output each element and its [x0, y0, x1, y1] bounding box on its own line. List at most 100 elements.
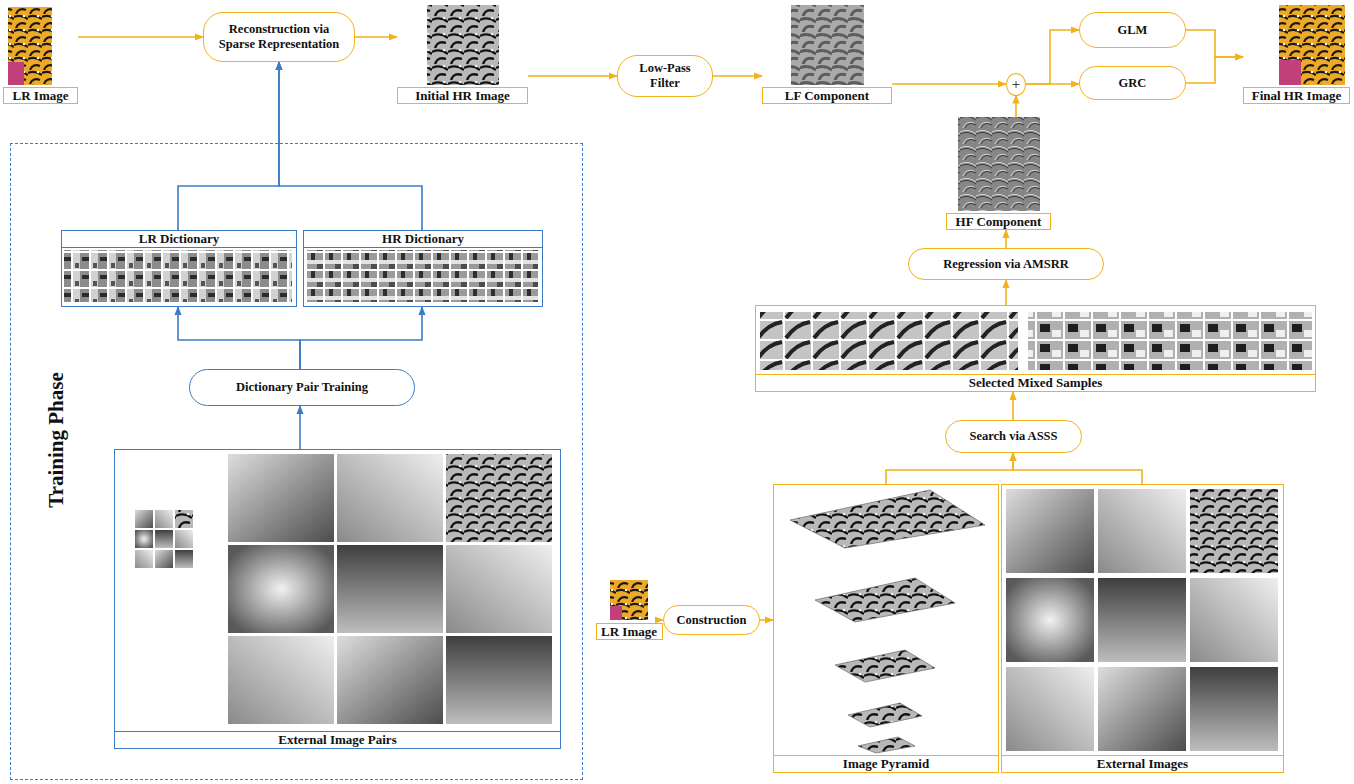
final-hr-image — [1279, 60, 1301, 85]
external-images — [1006, 489, 1278, 751]
external-images — [1190, 578, 1278, 662]
external-images — [1098, 667, 1186, 751]
dictionary-atoms — [64, 250, 538, 302]
flow-arrow — [892, 83, 1006, 85]
flow-arrow — [1005, 280, 1007, 305]
pyramid-layers — [858, 737, 915, 753]
node-label: LR Image — [596, 623, 663, 640]
process-box: GLM — [1079, 12, 1186, 48]
flow-arrow — [1186, 57, 1243, 83]
training-images — [155, 510, 173, 528]
flow-arrow — [300, 307, 422, 369]
training-images — [228, 454, 334, 542]
lr-image-thumb — [8, 62, 24, 85]
pyramid-layers — [790, 490, 985, 548]
image-label: LF Component — [762, 5, 892, 104]
node-label: Regression via AMSRR — [943, 257, 1068, 272]
node-label: LR Image — [3, 87, 78, 104]
training-images — [135, 530, 153, 548]
image-label: LR Image — [596, 579, 663, 640]
training-images — [337, 545, 443, 633]
node-label: Dictionary Pair Training — [236, 380, 368, 395]
lf-image — [791, 5, 864, 85]
process-box: Reconstruction via Sparse Representation — [203, 12, 355, 62]
image-panel: External Image Pairs — [114, 449, 561, 749]
training-images — [337, 636, 443, 724]
node-label: HR Dictionary — [304, 231, 542, 248]
training-images — [155, 550, 173, 568]
lr-image-thumb — [610, 580, 648, 620]
flow-arrow — [178, 62, 279, 230]
flow-arrow — [713, 75, 762, 77]
hf-image — [958, 117, 1040, 211]
lf-image — [791, 5, 864, 85]
training-images — [135, 550, 153, 568]
node-label: Search via ASSS — [970, 429, 1058, 444]
external-images — [1190, 667, 1278, 751]
flow-arrow — [1012, 392, 1014, 420]
sample-patches — [1028, 312, 1312, 370]
training-images — [135, 454, 552, 724]
external-images — [1098, 578, 1186, 662]
image-panel: Selected Mixed Samples — [755, 305, 1316, 392]
node-label: LR Dictionary — [62, 231, 296, 248]
flow-arrow — [1013, 453, 1142, 484]
flow-arrow — [78, 36, 203, 38]
node-label: GLM — [1118, 23, 1148, 38]
process-box: GRC — [1079, 66, 1186, 100]
node-label: Initial HR Image — [397, 87, 528, 104]
hf-image — [958, 117, 1040, 211]
training-images — [175, 550, 193, 568]
training-images — [446, 454, 552, 542]
node-label: Reconstruction via Sparse Representation — [212, 22, 346, 52]
image-label: Final HR Image — [1243, 5, 1350, 104]
node-label: Final HR Image — [1243, 87, 1350, 104]
phase-title: Training Phase — [44, 372, 68, 508]
lr-image-thumb — [610, 580, 648, 620]
dictionary-panel: LR Dictionary — [61, 230, 297, 307]
training-images — [175, 530, 193, 548]
external-images — [1006, 667, 1094, 751]
training-images — [135, 510, 153, 528]
training-images — [337, 454, 443, 542]
final-hr-image — [1279, 5, 1345, 85]
external-images — [1006, 578, 1094, 662]
sample-patches — [760, 312, 1312, 370]
pyramid-layers — [848, 703, 922, 727]
external-images — [1190, 489, 1278, 573]
flow-arrow — [1005, 230, 1007, 248]
process-box: Construction — [663, 605, 760, 635]
sum-node: + — [1006, 73, 1026, 96]
process-box: Regression via AMSRR — [908, 248, 1104, 280]
node-label: HF Component — [946, 213, 1051, 230]
node-label: + — [1012, 77, 1020, 92]
flow-arrow — [1186, 30, 1243, 57]
image-panel: External Images — [1001, 484, 1284, 773]
initial-hr-image — [427, 5, 499, 85]
pyramid-layers — [815, 578, 955, 622]
node-label: GRC — [1119, 76, 1147, 91]
flow-arrow — [178, 307, 300, 369]
lr-image-thumb — [8, 7, 52, 85]
image-label: HF Component — [946, 117, 1051, 230]
node-label: Image Pyramid — [774, 755, 998, 772]
node-label: External Images — [1002, 755, 1283, 772]
lr-image-thumb — [610, 606, 622, 620]
flow-arrow — [1015, 96, 1017, 118]
node-label: Low-Pass Filter — [626, 61, 704, 91]
process-box: Low-Pass Filter — [617, 55, 713, 97]
dictionary-panel: HR Dictionary — [303, 230, 543, 307]
training-images — [228, 636, 334, 724]
dictionary-atoms — [64, 250, 292, 302]
node-label: Construction — [676, 613, 746, 628]
external-images — [1006, 489, 1094, 573]
dictionary-atoms — [306, 250, 538, 302]
training-images — [446, 636, 552, 724]
lr-image-thumb — [8, 7, 52, 85]
image-label: LR Image — [3, 5, 78, 104]
image-label: Initial HR Image — [397, 5, 528, 104]
final-hr-image — [1279, 5, 1345, 85]
training-images — [155, 530, 173, 548]
node-label: External Image Pairs — [115, 731, 560, 748]
